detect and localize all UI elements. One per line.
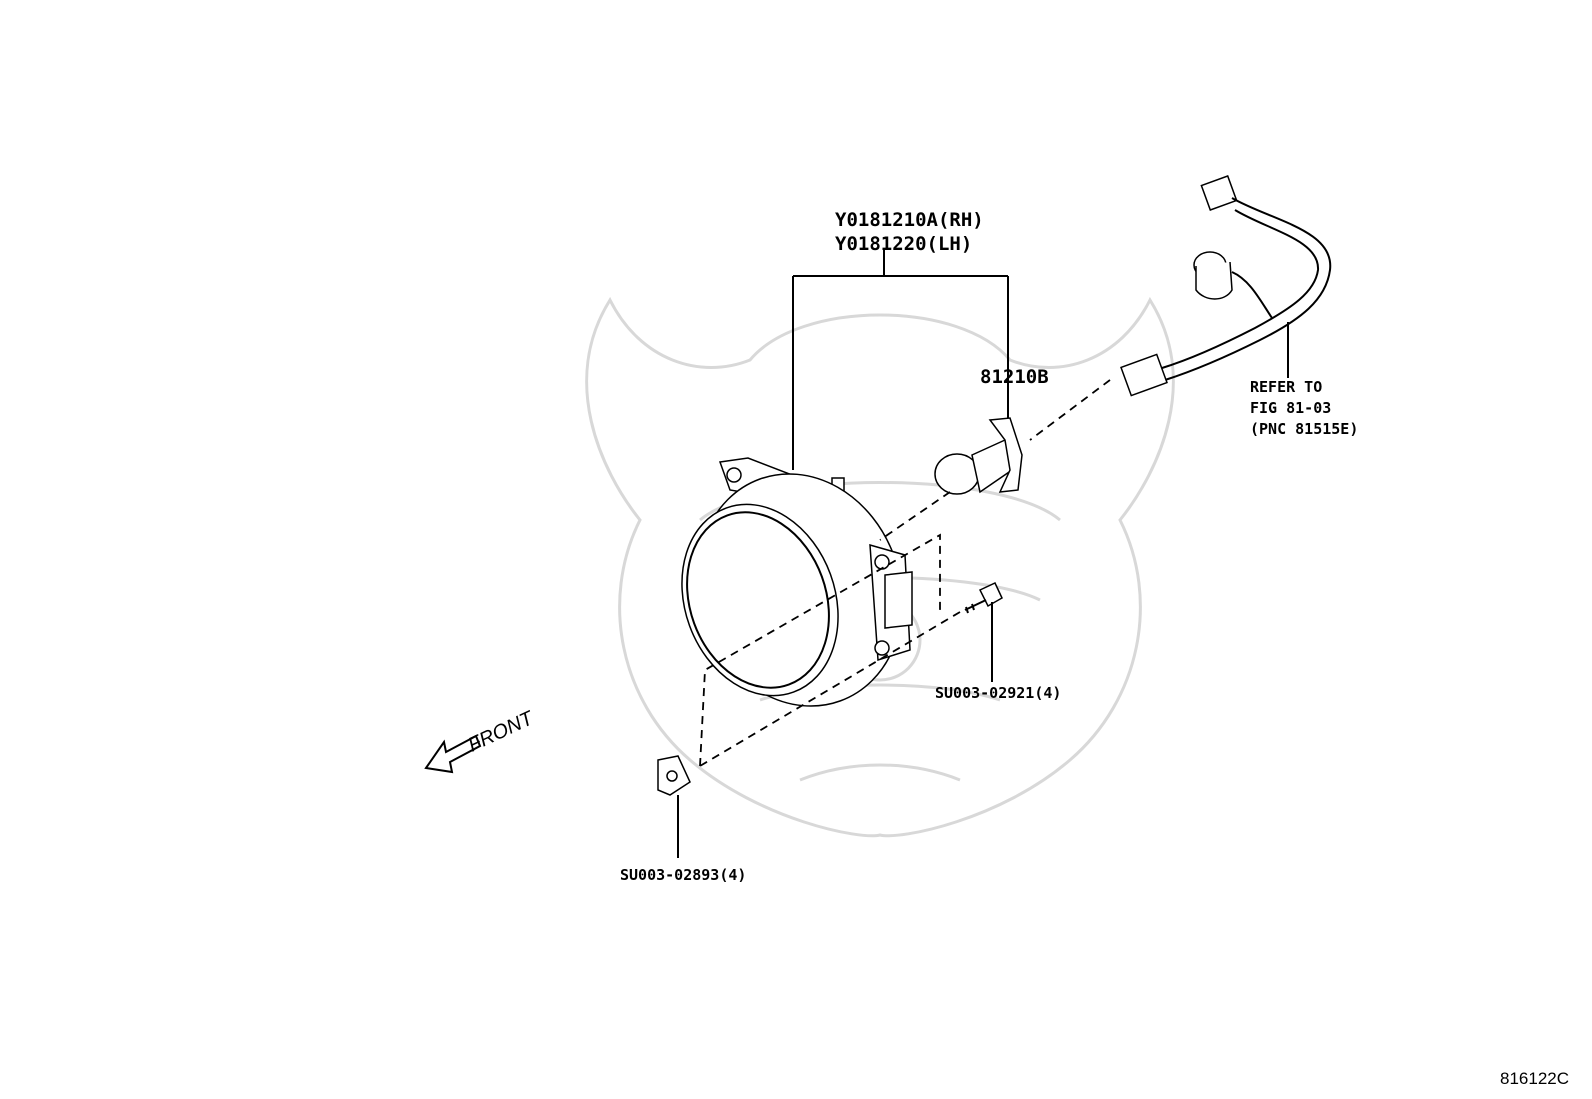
clip-nut [657, 755, 691, 796]
fog-bulb [934, 417, 1023, 495]
fog-lamp-housing [681, 457, 913, 707]
screw [964, 582, 1003, 614]
clip-label: SU003-02893(4) [620, 866, 746, 884]
harness-ref-line2: FIG 81-03 [1250, 399, 1331, 417]
bulb-label: 81210B [980, 366, 1049, 388]
housing-lh-label: Y0181220(LH) [835, 233, 972, 255]
screw-label: SU003-02921(4) [935, 684, 1061, 702]
housing-rh-label: Y0181210A(RH) [835, 209, 984, 231]
figure-ref-label: 816122C [1500, 1069, 1569, 1088]
front-arrow [424, 734, 482, 774]
part-leaders [677, 322, 1289, 858]
assembly-lines [699, 379, 1111, 767]
harness-ref-line3: (PNC 81515E) [1250, 420, 1358, 438]
front-label: FRONT [465, 707, 538, 757]
housing-leader [792, 250, 1009, 470]
harness-ref-line1: REFER TO [1250, 378, 1322, 396]
wiring-harness [1120, 175, 1332, 397]
